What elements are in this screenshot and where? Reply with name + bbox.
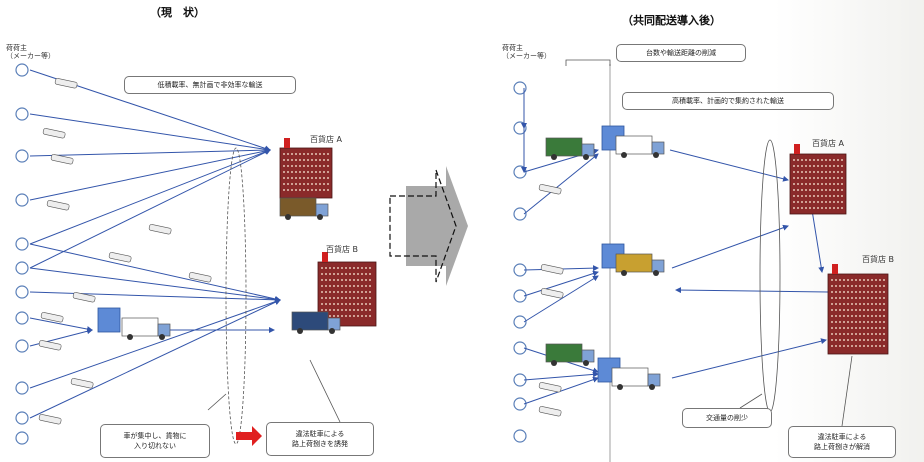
left-shipper-circle (16, 238, 28, 250)
left-small-truck-icon (109, 252, 132, 262)
note-efficient-transport: 高積載率、計画的で集約された輸送 (622, 92, 834, 110)
callout-congestion-line1: 車が集中し、貨物に (124, 431, 187, 441)
callout-traffic-reduction: 交通量の削少 (682, 408, 772, 428)
center-transition-arrow-icon (406, 166, 468, 286)
right-delivery-arrow (524, 374, 598, 380)
right-delivery-arrow (524, 154, 598, 214)
left-depot-truck (122, 318, 170, 340)
right-depot-1-truck (616, 136, 664, 158)
left-small-truck-icon (47, 200, 70, 210)
left-shipper-circle (16, 262, 28, 274)
left-shipper-label: 荷荷主 （メーカー等） (6, 44, 55, 60)
left-small-truck-icon (55, 78, 78, 88)
left-shipper-circle (16, 64, 28, 76)
left-store-a-label: 百貨店 A (310, 136, 342, 144)
right-route-arrow (670, 150, 788, 180)
callout-traffic-pointer (740, 394, 762, 408)
left-shipper-circle (16, 312, 28, 324)
right-shipper-label: 荷荷主 （メーカー等） (502, 44, 551, 60)
left-small-truck-icon (43, 128, 66, 138)
left-delivery-arrow (30, 300, 280, 388)
left-shipper-label-line1: 荷荷主 (6, 44, 55, 52)
left-shipper-circle (16, 194, 28, 206)
right-store-b-label: 百貨店 B (862, 256, 894, 264)
right-traffic-ellipse (760, 140, 780, 412)
left-shipper-circle (16, 108, 28, 120)
left-shipper-circle (16, 382, 28, 394)
left-delivery-arrow (30, 268, 280, 300)
left-shipper-circle (16, 340, 28, 352)
right-small-truck-icon (541, 264, 564, 274)
left-depot-icon (98, 308, 120, 332)
callout-parking-right-line2: 路上荷捌きが解消 (814, 442, 870, 452)
left-shipper-label-line2: （メーカー等） (6, 52, 55, 60)
left-delivery-arrow (30, 150, 270, 156)
callout-illegal-parking-right: 違法駐車による 路上荷捌きが解消 (788, 426, 896, 458)
right-shipper-label-line1: 荷荷主 (502, 44, 551, 52)
right-store-a-label: 百貨店 A (812, 140, 844, 148)
right-store-a-building (790, 144, 846, 214)
right-store-b-building (828, 264, 888, 354)
left-shipper-circle (16, 286, 28, 298)
right-small-truck-icon (539, 382, 562, 392)
callout-congestion-line2: 入り切れない (124, 441, 187, 451)
right-delivery-arrow (524, 276, 598, 322)
left-small-truck-icon (71, 378, 94, 388)
left-delivery-arrow (30, 292, 280, 300)
left-shipper-circle (16, 150, 28, 162)
reduction-bracket (566, 60, 610, 66)
red-arrow-icon (236, 426, 262, 446)
callout-parking-left-line1: 違法駐車による (292, 429, 348, 439)
right-green-truck-1 (546, 138, 594, 160)
callout-congestion: 車が集中し、貨物に 入り切れない (100, 424, 210, 458)
right-shipper-label-line2: （メーカー等） (502, 52, 551, 60)
left-delivery-arrow (30, 244, 280, 300)
left-delivery-arrow (30, 114, 270, 150)
callout-parking-right-pointer (842, 356, 852, 426)
left-congestion-ellipse (226, 148, 246, 444)
right-route-arrow-return (676, 290, 828, 292)
right-route-arrow (672, 340, 826, 378)
right-route-arrow (812, 210, 822, 272)
callout-illegal-parking-left: 違法駐車による 路上荷捌きを誘発 (266, 422, 374, 456)
callout-congestion-pointer (208, 394, 226, 410)
right-depot-3-truck (612, 368, 660, 390)
right-delivery-arrow (524, 378, 598, 404)
left-small-truck-icon (39, 340, 62, 350)
left-panel-title: （現 状） (150, 4, 205, 20)
right-shipper-circle (514, 430, 526, 442)
left-shipper-circle (16, 432, 28, 444)
note-reduction: 台数や輸送距離の削減 (616, 44, 746, 62)
callout-parking-left-line2: 路上荷捌きを誘発 (292, 439, 348, 449)
note-inefficient-transport: 低積載率、無計画で非効率な輸送 (124, 76, 296, 94)
callout-parking-left-pointer (310, 360, 340, 422)
right-panel-title: （共同配送導入後） (622, 12, 721, 28)
left-small-truck-icon (149, 224, 172, 234)
left-store-b-label: 百貨店 B (326, 246, 358, 254)
left-store-a-building (280, 138, 332, 198)
left-small-truck-icon (39, 414, 62, 424)
right-route-arrow (672, 226, 788, 268)
left-small-truck-icon (189, 272, 212, 282)
right-depot-2-truck (616, 254, 664, 276)
callout-parking-right-line1: 違法駐車による (814, 432, 870, 442)
right-small-truck-icon (541, 288, 564, 298)
right-small-truck-icon (539, 406, 562, 416)
left-store-a-truck (280, 198, 328, 220)
left-shipper-circle (16, 412, 28, 424)
